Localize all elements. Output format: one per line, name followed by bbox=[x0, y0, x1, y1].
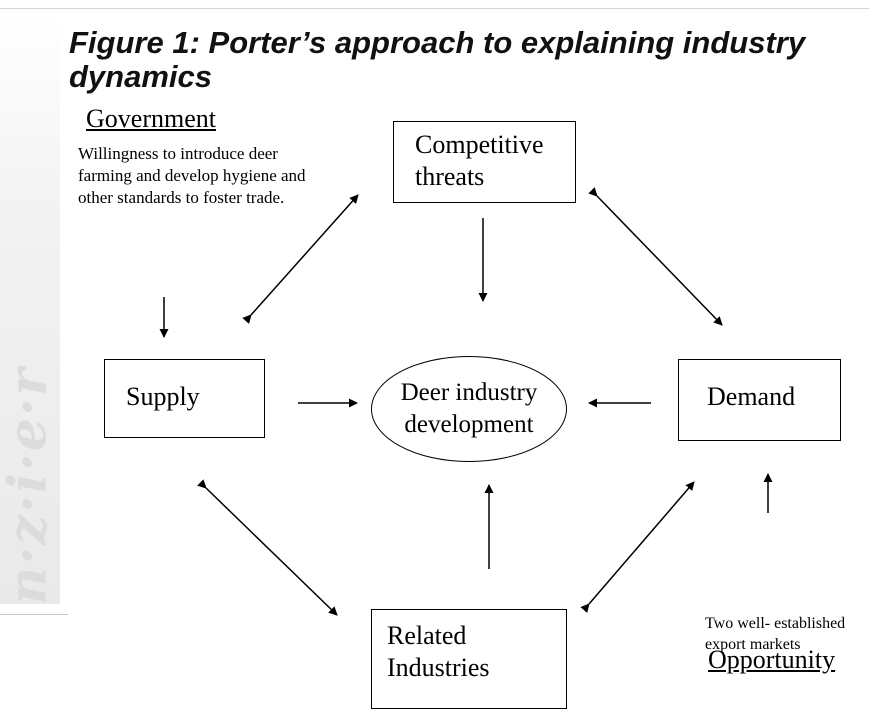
bottom-rule bbox=[0, 614, 68, 615]
figure-title: Figure 1: Porter’s approach to explainin… bbox=[69, 25, 806, 94]
arrows-layer bbox=[159, 187, 773, 616]
threats-demand-arrow bbox=[588, 187, 723, 326]
competitive-threats-label: Competitive threats bbox=[415, 130, 544, 191]
government-note: Willingness to introduce deer farming an… bbox=[78, 144, 306, 207]
supply-box: Supply bbox=[104, 359, 265, 438]
threats-supply-arrow bbox=[242, 194, 359, 324]
side-band bbox=[0, 12, 60, 604]
demand-box: Demand bbox=[678, 359, 841, 441]
related-industries-label: Related Industries bbox=[387, 621, 490, 682]
government-label: Government bbox=[86, 104, 216, 133]
top-rule bbox=[0, 8, 869, 9]
related-demand-arrow bbox=[580, 481, 695, 613]
supply-label: Supply bbox=[126, 382, 200, 411]
supply-related-arrow bbox=[197, 479, 338, 616]
opportunity-note: Two well- established export markets bbox=[705, 615, 846, 653]
opportunity-label: Opportunity bbox=[708, 645, 836, 674]
deer-industry-development-node: Deer industry development bbox=[371, 356, 567, 462]
competitive-threats-box: Competitive threats bbox=[393, 121, 576, 203]
deer-industry-development-label: Deer industry development bbox=[400, 379, 538, 438]
demand-label: Demand bbox=[707, 382, 796, 411]
